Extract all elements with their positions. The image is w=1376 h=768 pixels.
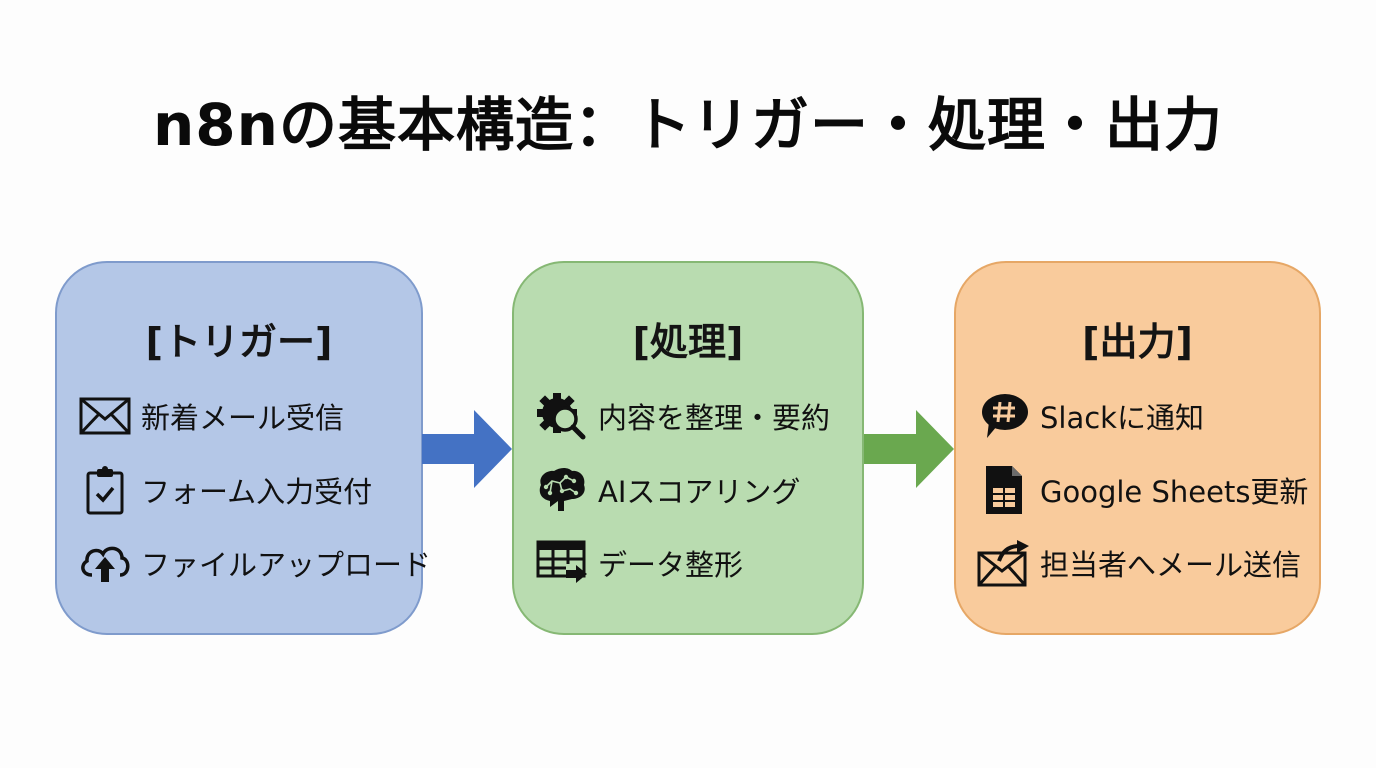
- item-label: 担当者へメール送信: [1040, 548, 1302, 582]
- output-title: [出力]: [1082, 320, 1193, 364]
- clipboard-check-icon: [77, 465, 133, 515]
- list-item: フォーム入力受付: [77, 465, 372, 515]
- slack-chat-icon: [976, 391, 1032, 441]
- item-label: 内容を整理・要約: [598, 401, 831, 435]
- item-label: Slackに通知: [1040, 401, 1204, 435]
- list-item: Slackに通知: [976, 391, 1204, 441]
- item-label: フォーム入力受付: [141, 475, 373, 509]
- item-label: 新着メール受信: [141, 401, 345, 435]
- arrow-trigger-to-process: [422, 410, 512, 488]
- process-box: [処理] 内容を整理・要約: [512, 261, 864, 635]
- arrow-process-to-output: [864, 410, 954, 488]
- list-item: データ整形: [534, 538, 743, 588]
- list-item: Google Sheets更新: [976, 465, 1308, 515]
- gear-search-icon: [534, 391, 590, 441]
- item-label: AIスコアリング: [598, 475, 801, 509]
- cloud-upload-icon: [77, 538, 133, 588]
- list-item: AIスコアリング: [534, 465, 800, 515]
- process-title: [処理]: [632, 320, 744, 364]
- envelope-icon: [77, 391, 133, 441]
- trigger-title: [トリガー]: [145, 320, 333, 364]
- trigger-box: [トリガー] 新着メール受信 フォーム入力受付 ファイルアップロード: [55, 261, 431, 635]
- list-item: ファイルアップロード: [77, 538, 431, 588]
- list-item: 内容を整理・要約: [534, 391, 830, 441]
- item-label: データ整形: [598, 548, 744, 582]
- google-sheets-icon: [976, 465, 1032, 515]
- mail-forward-icon: [976, 538, 1032, 588]
- list-item: 新着メール受信: [77, 391, 344, 441]
- item-label: ファイルアップロード: [141, 548, 432, 582]
- list-item: 担当者へメール送信: [976, 538, 1301, 588]
- output-box: [出力] Slackに通知 Google Sheets更新: [954, 261, 1321, 635]
- item-label: Google Sheets更新: [1040, 475, 1309, 509]
- ai-brain-icon: [534, 465, 590, 515]
- page-title: n8nの基本構造：トリガー・処理・出力: [153, 91, 1223, 159]
- table-transform-icon: [534, 538, 590, 588]
